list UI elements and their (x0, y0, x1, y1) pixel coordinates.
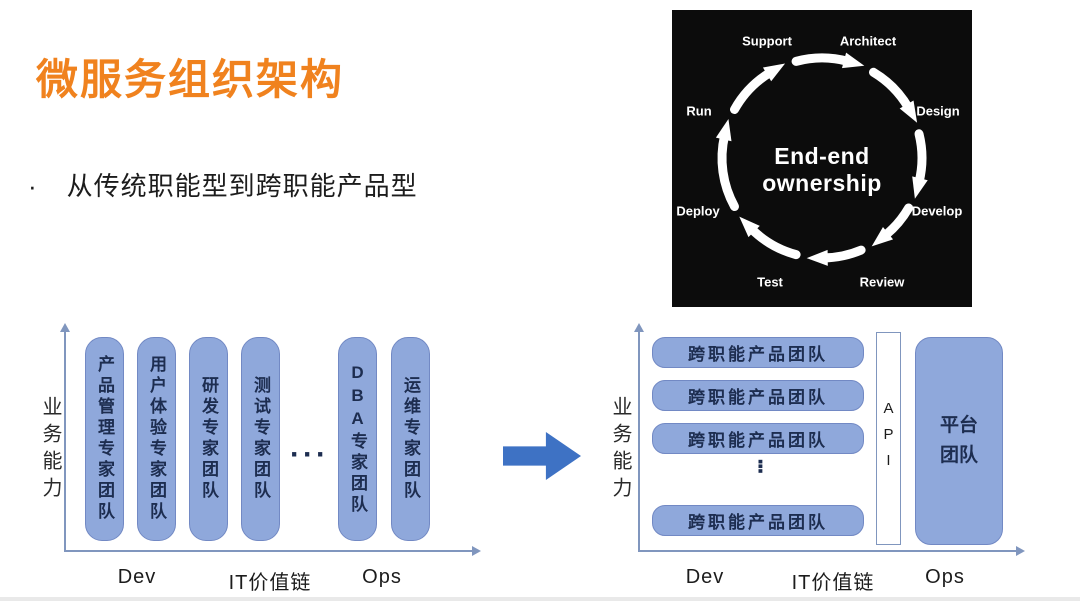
cycle-stage-deploy: Deploy (676, 203, 720, 219)
left-y-axis (64, 332, 66, 552)
right-y-axis (638, 332, 640, 552)
right-y-axis-arrow-icon (634, 323, 644, 332)
cycle-stage-design: Design (916, 103, 960, 119)
functional-team-bar-label: 运维专家团队 (401, 376, 420, 502)
functional-team-bar-label: 用户体验专家团队 (147, 355, 166, 523)
right-x-axis-arrow-icon (1016, 546, 1025, 556)
slide-title: 微服务组织架构 (36, 56, 345, 103)
functional-teams-chart: 业务能力 产品管理专家团队 用户体验专家团队 研发专家团队 测试专家团队 ···… (30, 320, 520, 601)
cycle-stage-architect: Architect (839, 33, 897, 49)
cycle-center-line1: End-end (774, 143, 870, 169)
functional-team-bar-ux: 用户体验专家团队 (137, 337, 176, 541)
product-team-bar: 跨职能产品团队 (652, 423, 864, 454)
functional-team-bar-label: 研发专家团队 (199, 376, 218, 502)
platform-team-block: 平台团队 (915, 337, 1003, 545)
cycle-center-line2: ownership (762, 170, 882, 196)
product-teams-chart: 业务能力 跨职能产品团队 跨职能产品团队 跨职能产品团队 ··· 跨职能产品团队… (600, 320, 1080, 601)
functional-team-bar-test: 测试专家团队 (241, 337, 280, 541)
left-x-label-dev: Dev (117, 566, 157, 588)
functional-team-bar-dev: 研发专家团队 (189, 337, 228, 541)
functional-team-bar-label: DBA专家团队 (348, 362, 367, 516)
subtitle-row: · 从传统职能型到跨职能产品型 (28, 166, 418, 203)
cycle-stage-run: Run (686, 103, 712, 119)
cycle-stage-develop: Develop (911, 203, 963, 219)
cycle-stage-test: Test (757, 274, 783, 290)
cycle-center-label: End-end ownership (762, 143, 882, 197)
cycle-stage-review: Review (859, 274, 905, 290)
left-y-axis-arrow-icon (60, 323, 70, 332)
functional-team-bar-dba: DBA专家团队 (338, 337, 377, 541)
functional-team-bar-label: 产品管理专家团队 (95, 355, 114, 523)
bullet-dot: · (28, 171, 37, 201)
right-x-axis (638, 550, 1016, 552)
right-x-label-dev: Dev (685, 566, 725, 588)
left-y-axis-label: 业务能力 (39, 396, 61, 504)
cycle-arrows-graphic (715, 52, 928, 266)
product-team-bar: 跨职能产品团队 (652, 505, 864, 536)
right-x-label-chain: IT价值链 (791, 572, 875, 594)
more-product-teams-ellipsis: ··· (746, 458, 776, 472)
product-team-bar: 跨职能产品团队 (652, 337, 864, 368)
subtitle-text: 从传统职能型到跨职能产品型 (66, 171, 418, 201)
functional-team-bar-ops: 运维专家团队 (391, 337, 430, 541)
platform-team-label: 平台团队 (939, 414, 978, 466)
right-x-label-ops: Ops (925, 566, 965, 588)
left-x-axis-arrow-icon (472, 546, 481, 556)
functional-team-bar-label: 测试专家团队 (251, 376, 270, 502)
functional-team-bar-product: 产品管理专家团队 (85, 337, 124, 541)
api-label: API (880, 399, 897, 478)
left-x-label-ops: Ops (362, 566, 402, 588)
cycle-stage-support: Support (742, 33, 792, 49)
ownership-cycle-panel: Support Architect Design Develop Review … (672, 10, 972, 307)
more-teams-ellipsis: ··· (290, 438, 329, 471)
bottom-edge-strip (0, 597, 1080, 601)
right-y-axis-label: 业务能力 (609, 396, 631, 504)
left-x-label-chain: IT价值链 (228, 572, 312, 594)
api-layer-bar: API (876, 332, 901, 545)
product-team-bar: 跨职能产品团队 (652, 380, 864, 411)
left-x-axis (64, 550, 472, 552)
